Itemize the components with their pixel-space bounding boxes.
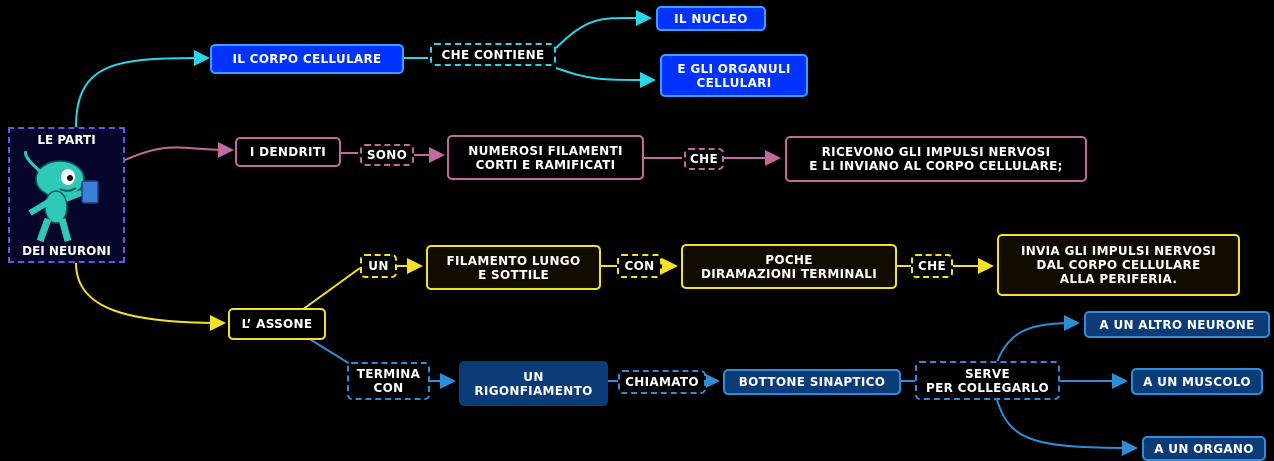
- invia-node[interactable]: INVIA GLI IMPULSI NERVOSI DAL CORPO CELL…: [997, 234, 1240, 296]
- dendriti-node[interactable]: I DENDRITI: [235, 137, 341, 167]
- altro-neurone-node[interactable]: A UN ALTRO NEURONE: [1084, 311, 1270, 338]
- chiamato-link[interactable]: CHIAMATO: [618, 370, 706, 394]
- root-title-bottom: DEI NEURONI: [22, 244, 111, 258]
- connector-assone-termina: [307, 337, 351, 365]
- con-link[interactable]: CON: [617, 254, 662, 278]
- sono-link[interactable]: SONO: [360, 144, 414, 166]
- termina-con-link[interactable]: TERMINA CON: [347, 362, 430, 400]
- filamenti-node[interactable]: NUMEROSI FILAMENTI CORTI E RAMIFICATI: [447, 135, 644, 180]
- che-link-dendriti[interactable]: CHE: [684, 148, 724, 170]
- diramazioni-node[interactable]: POCHE DIRAMAZIONI TERMINALI: [681, 244, 897, 289]
- corpo-cellulare-node[interactable]: IL CORPO CELLULARE: [210, 44, 404, 74]
- un-link[interactable]: UN: [360, 254, 397, 278]
- root-node[interactable]: LE PARTI DEI NEURONI: [8, 127, 125, 263]
- neuron-mascot-icon: [24, 151, 99, 243]
- organo-node[interactable]: A UN ORGANO: [1142, 436, 1266, 461]
- nucleo-node[interactable]: IL NUCLEO: [656, 6, 766, 31]
- muscolo-node[interactable]: A UN MUSCOLO: [1131, 368, 1263, 395]
- root-title-top: LE PARTI: [37, 133, 96, 147]
- connector-root-corpo: [75, 50, 210, 128]
- connector-root-assone: [75, 262, 226, 331]
- che-link-assone[interactable]: CHE: [911, 254, 953, 278]
- assone-node[interactable]: L’ ASSONE: [228, 308, 326, 340]
- bottone-sinaptico-node[interactable]: BOTTONE SINAPTICO: [723, 369, 901, 395]
- rigonfiamento-node[interactable]: UN RIGONFIAMENTO: [459, 361, 608, 406]
- connector-link-organuli: [555, 67, 656, 88]
- connector-link-nucleo: [555, 9, 652, 49]
- connector-root-dendriti: [124, 141, 234, 161]
- connector-serve-neurone: [996, 315, 1080, 363]
- connector-assone-un: [301, 267, 361, 311]
- ricevono-node[interactable]: RICEVONO GLI IMPULSI NERVOSI E LI INVIAN…: [785, 136, 1087, 182]
- serve-link[interactable]: SERVE PER COLLEGARLO: [915, 361, 1060, 400]
- che-contiene-link[interactable]: CHE CONTIENE: [430, 43, 556, 66]
- connector-serve-organo: [996, 399, 1138, 456]
- organuli-node[interactable]: E GLI ORGANULI CELLULARI: [660, 54, 808, 97]
- filamento-node[interactable]: FILAMENTO LUNGO E SOTTILE: [426, 245, 601, 290]
